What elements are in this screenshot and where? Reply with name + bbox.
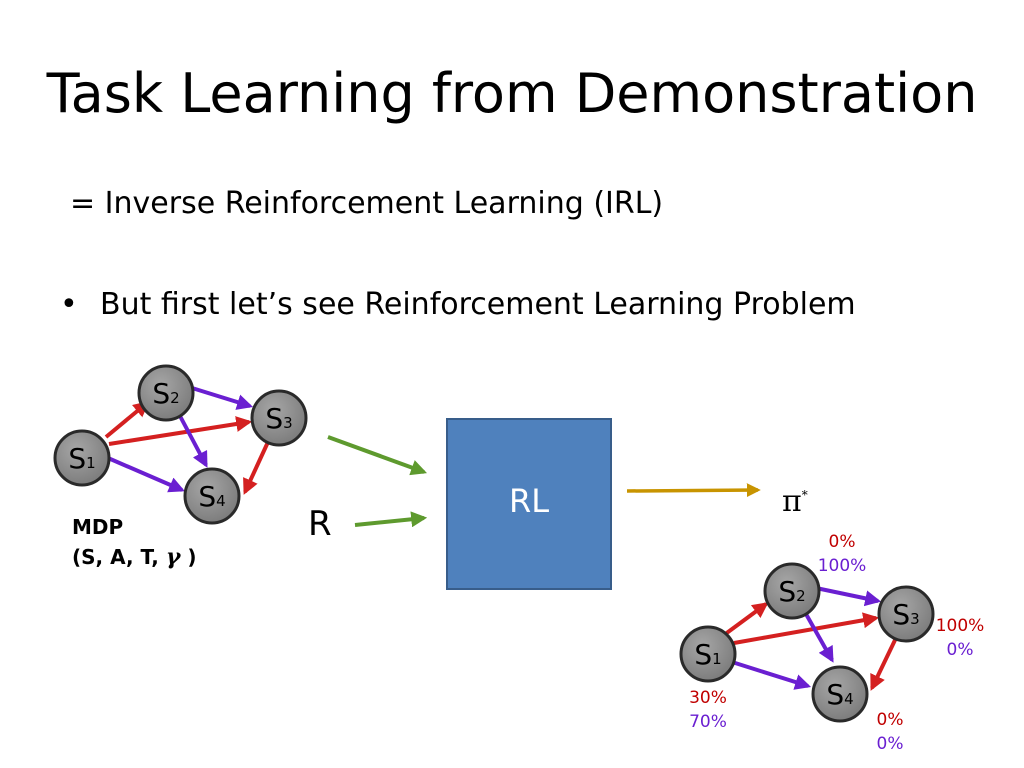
policy-label: π* (782, 484, 808, 519)
prob-s1-purple: 70% (689, 712, 727, 732)
mdp-edge-s1-s3 (108, 416, 253, 446)
node-sub: 4 (844, 690, 854, 708)
reward-label: R (308, 504, 332, 544)
mdp-node-s2: S2 (137, 364, 195, 422)
node-letter: S (152, 377, 170, 410)
mdp-node-s4: S4 (183, 467, 241, 525)
node-sub: 3 (283, 414, 293, 432)
prob-s3-red: 100% (935, 616, 985, 636)
node-letter: S (892, 598, 910, 631)
node-sub: 2 (796, 587, 806, 605)
node-sub: 2 (170, 389, 180, 407)
node-letter: S (694, 638, 712, 671)
mdp-label-line2: (S, A, T, γ ) (72, 542, 197, 572)
mdp-edge-s3-s4 (243, 441, 270, 495)
mdp-edges (104, 386, 270, 495)
mdp-node-s1: S1 (53, 429, 111, 487)
svg-text:S2: S2 (152, 377, 179, 410)
policy-edge-s1-s2 (722, 602, 769, 637)
prob-s4: 0% 0% (860, 708, 920, 756)
policy-node-s4: S4 (811, 665, 869, 723)
rl-box-label: RL (508, 482, 550, 520)
rl-to-policy-arrow (626, 483, 761, 498)
pi-star: * (801, 488, 808, 502)
policy-edge-s3-s4 (870, 637, 898, 691)
prob-s1: 30% 70% (678, 686, 738, 734)
node-letter: S (68, 442, 86, 475)
bullet-icon: • (60, 287, 78, 322)
policy-edge-s2-s4 (804, 613, 834, 663)
prob-s4-red: 0% (876, 710, 904, 730)
slide-title: Task Learning from Demonstration (46, 62, 978, 125)
reward-to-rl-arrow (354, 511, 428, 528)
node-letter: S (826, 678, 844, 711)
pi-symbol: π (782, 484, 802, 519)
node-sub: 3 (910, 610, 920, 628)
svg-text:S3: S3 (265, 402, 292, 435)
policy-edges (722, 586, 898, 691)
policy-node-s1: S1 (679, 625, 737, 683)
svg-text:S4: S4 (198, 480, 225, 513)
bullet-text: But first let’s see Reinforcement Learni… (100, 287, 856, 322)
prob-s4-purple: 0% (876, 734, 904, 754)
prob-s1-red: 30% (689, 688, 727, 708)
svg-text:S1: S1 (68, 442, 95, 475)
node-sub: 1 (86, 454, 96, 472)
prob-s3: 100% 0% (930, 614, 990, 662)
node-letter: S (198, 480, 216, 513)
prob-s2-purple: 100% (817, 556, 867, 576)
mdp-node-s3: S3 (250, 389, 308, 447)
node-letter: S (265, 402, 283, 435)
mdp-edge-s2-s4 (178, 415, 208, 468)
rl-box: RL (446, 418, 612, 590)
svg-text:S4: S4 (826, 678, 853, 711)
mdp-edge-s1-s4 (107, 456, 185, 493)
gamma-symbol: γ (165, 544, 181, 570)
node-letter: S (778, 575, 796, 608)
policy-edge-s2-s3 (815, 586, 882, 607)
svg-text:S1: S1 (694, 638, 721, 671)
policy-node-s2: S2 (763, 562, 821, 620)
node-sub: 1 (712, 650, 722, 668)
policy-edge-s1-s4 (731, 660, 812, 690)
prob-s3-purple: 0% (946, 640, 974, 660)
mdp-label: MDP (S, A, T, γ ) (72, 512, 197, 572)
prob-s2: 0% 100% (812, 530, 872, 578)
prob-s2-red: 0% (828, 532, 856, 552)
svg-text:S2: S2 (778, 575, 805, 608)
policy-edge-s1-s3 (733, 612, 880, 645)
mdp-label-line1: MDP (72, 515, 124, 539)
svg-text:S3: S3 (892, 598, 919, 631)
mdp-to-rl-arrow (327, 435, 428, 476)
mdp-edge-s1-s2 (104, 400, 150, 439)
bullet-item: • But first let’s see Reinforcement Lear… (60, 287, 856, 322)
mdp-tuple-close: ) (180, 545, 197, 569)
mdp-tuple-text: (S, A, T, (72, 545, 166, 569)
mdp-edge-s2-s3 (191, 386, 254, 410)
node-sub: 4 (216, 492, 226, 510)
slide-subtitle: = Inverse Reinforcement Learning (IRL) (70, 186, 664, 221)
policy-node-s3: S3 (877, 585, 935, 643)
